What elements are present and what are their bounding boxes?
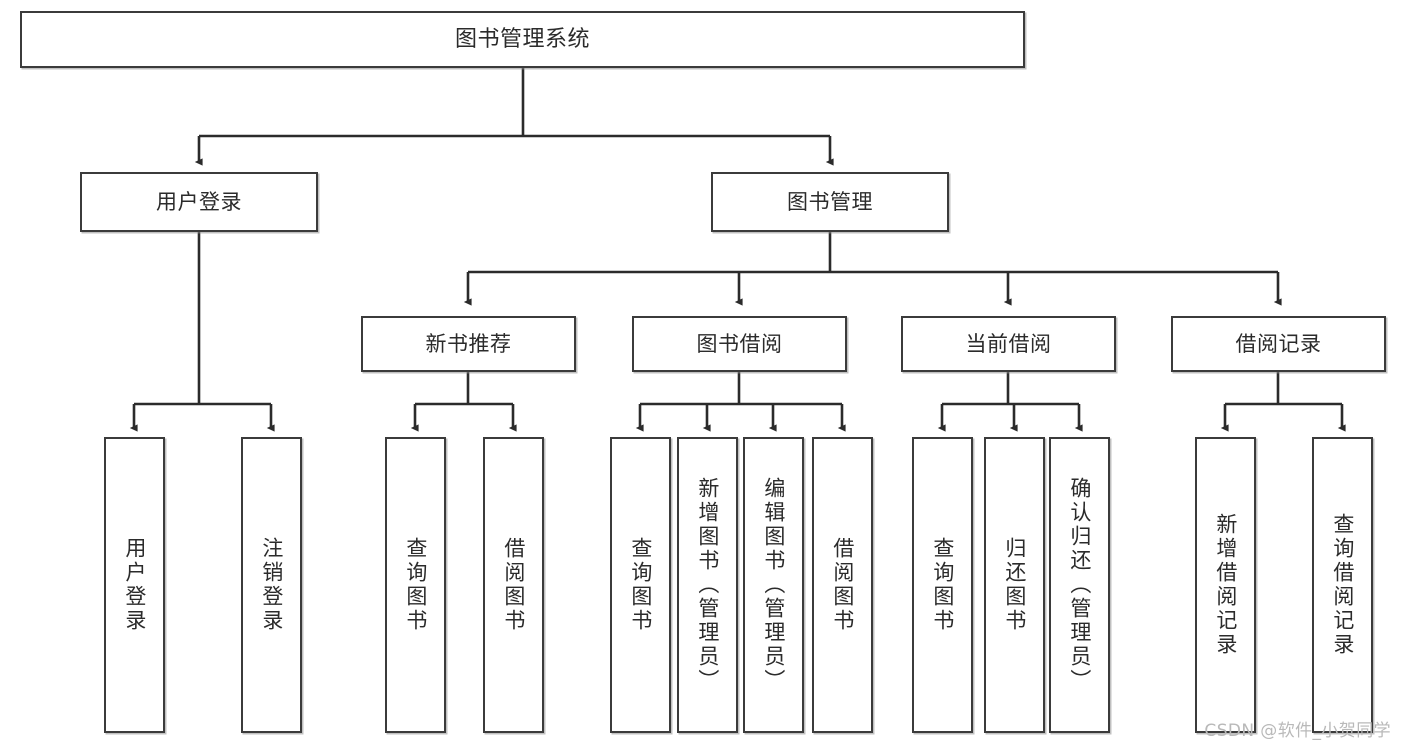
node-leaf-user-login[interactable]: 用户登录 xyxy=(104,437,165,733)
node-label: 图书管理系统 xyxy=(454,26,590,52)
node-label: 新增图书（管理员） xyxy=(695,477,720,693)
node-label: 借阅图书 xyxy=(830,537,855,633)
node-new-book-recommend[interactable]: 新书推荐 xyxy=(361,316,576,372)
node-label: 新增借阅记录 xyxy=(1213,513,1238,657)
node-label: 注销登录 xyxy=(259,537,284,633)
node-label: 查询图书 xyxy=(930,537,955,633)
node-leaf-query-book-borrow[interactable]: 查询图书 xyxy=(610,437,671,733)
node-label: 用户登录 xyxy=(156,189,242,214)
node-leaf-edit-book-admin[interactable]: 编辑图书（管理员） xyxy=(743,437,804,733)
node-label: 用户登录 xyxy=(122,537,147,633)
node-label: 借阅记录 xyxy=(1235,331,1322,356)
node-book-borrow[interactable]: 图书借阅 xyxy=(632,316,847,372)
node-label: 图书管理 xyxy=(787,189,873,214)
node-leaf-add-book-admin[interactable]: 新增图书（管理员） xyxy=(677,437,738,733)
node-leaf-add-borrow-record[interactable]: 新增借阅记录 xyxy=(1195,437,1256,733)
node-leaf-query-book-recommend[interactable]: 查询图书 xyxy=(385,437,446,733)
node-root-book-management-system[interactable]: 图书管理系统 xyxy=(20,11,1025,68)
node-label: 借阅图书 xyxy=(501,537,526,633)
node-label: 归还图书 xyxy=(1002,537,1027,633)
node-label: 图书借阅 xyxy=(696,331,783,356)
node-leaf-borrow-book-borrow[interactable]: 借阅图书 xyxy=(812,437,873,733)
node-label: 查询借阅记录 xyxy=(1330,513,1355,657)
node-label: 新书推荐 xyxy=(425,331,512,356)
node-leaf-confirm-return-admin[interactable]: 确认归还（管理员） xyxy=(1049,437,1110,733)
node-current-borrow[interactable]: 当前借阅 xyxy=(901,316,1116,372)
node-leaf-borrow-book-recommend[interactable]: 借阅图书 xyxy=(483,437,544,733)
node-label: 当前借阅 xyxy=(965,331,1052,356)
node-label: 确认归还（管理员） xyxy=(1067,477,1092,693)
watermark-text: CSDN @软件_小贺同学 xyxy=(1204,721,1391,741)
node-leaf-query-borrow-record[interactable]: 查询借阅记录 xyxy=(1312,437,1373,733)
node-user-login[interactable]: 用户登录 xyxy=(80,172,318,232)
node-leaf-return-book[interactable]: 归还图书 xyxy=(984,437,1045,733)
node-label: 查询图书 xyxy=(403,537,428,633)
node-borrow-record[interactable]: 借阅记录 xyxy=(1171,316,1386,372)
node-label: 编辑图书（管理员） xyxy=(761,477,786,693)
node-label: 查询图书 xyxy=(628,537,653,633)
node-leaf-query-book-current[interactable]: 查询图书 xyxy=(912,437,973,733)
node-book-management[interactable]: 图书管理 xyxy=(711,172,949,232)
node-leaf-logout-login[interactable]: 注销登录 xyxy=(241,437,302,733)
